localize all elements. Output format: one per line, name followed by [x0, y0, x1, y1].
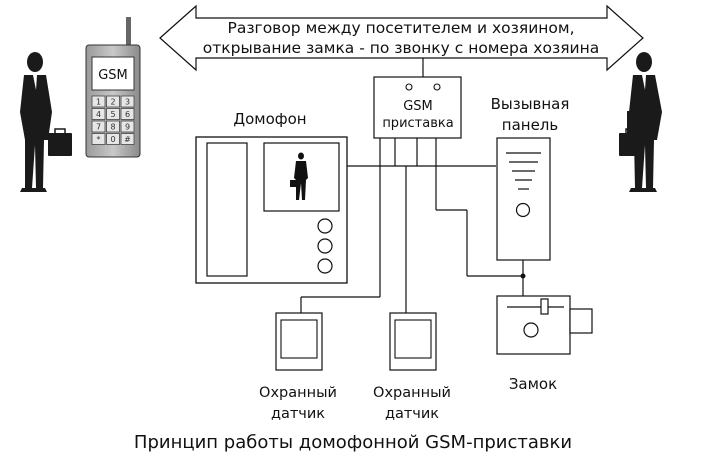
security-sensor-1 [275, 312, 323, 371]
phone-key [120, 133, 135, 145]
sensor-1-line-2: датчик [271, 406, 325, 422]
intercom-button [317, 258, 333, 274]
junction-dot [520, 273, 526, 279]
wiring [300, 58, 524, 313]
phone-key-label: 6 [125, 110, 130, 119]
lock-device [496, 295, 593, 355]
phone-key [106, 95, 120, 108]
gsm-led-icon [405, 83, 413, 91]
phone-key-label: 2 [110, 98, 115, 107]
phone-key-label: 3 [125, 98, 130, 107]
sensor-2-line-1: Охранный [373, 385, 451, 401]
phone-key-label: 1 [96, 98, 101, 107]
phone-key [106, 133, 120, 145]
phone-key-label: # [124, 135, 131, 144]
sensor-1-line-1: Охранный [259, 385, 337, 401]
phone-key [120, 108, 135, 120]
sensor-2-line-2: датчик [385, 406, 439, 422]
intercom-handset [206, 142, 248, 277]
gsm-box-line-2: приставка [382, 116, 453, 131]
gsm-led-icon [433, 83, 441, 91]
gsm-adapter-box: GSM приставка [373, 76, 462, 139]
owner-person-icon [619, 52, 662, 192]
phone-key-label: 0 [110, 135, 115, 144]
phone-key-label: 7 [96, 123, 101, 132]
phone-screen-label: GSM [98, 68, 128, 83]
visitor-person-icon [20, 52, 72, 192]
banner-line-1: Разговор между посетителем и хозяином, [227, 19, 574, 37]
phone-key-label: 4 [96, 110, 101, 119]
gsm-box-line-1: GSM [403, 99, 433, 114]
phone-key [106, 120, 120, 133]
phone-key [91, 95, 106, 108]
screen-person-icon [290, 152, 308, 200]
lock-label: Замок [509, 375, 557, 393]
call-panel [496, 137, 551, 261]
phone-key [91, 108, 106, 120]
banner-line-2: открывание замка - по звонку с номера хо… [203, 39, 599, 57]
security-sensor-2 [389, 312, 437, 371]
intercom-label: Домофон [233, 110, 306, 128]
intercom-button [317, 238, 333, 254]
call-panel-line-1: Вызывная [491, 95, 570, 113]
phone-key-label: 5 [110, 110, 115, 119]
phone-key [106, 108, 120, 120]
phone-key [120, 120, 135, 133]
phone-key-label: * [97, 135, 101, 144]
lock-cylinder-icon [523, 322, 539, 338]
talk-double-arrow: Разговор между посетителем и хозяином, о… [159, 4, 644, 72]
phone-key [91, 120, 106, 133]
intercom-monitor [195, 136, 348, 284]
phone-key-label: 8 [110, 123, 115, 132]
speaker-grille-icon [506, 152, 541, 190]
intercom-button [317, 218, 333, 234]
phone-key [91, 133, 106, 145]
phone-key-label: 9 [125, 123, 130, 132]
diagram-caption: Принцип работы домофонной GSM-приставки [134, 432, 572, 453]
call-button-icon [515, 202, 531, 218]
phone-key [120, 95, 135, 108]
call-panel-line-2: панель [502, 116, 558, 134]
